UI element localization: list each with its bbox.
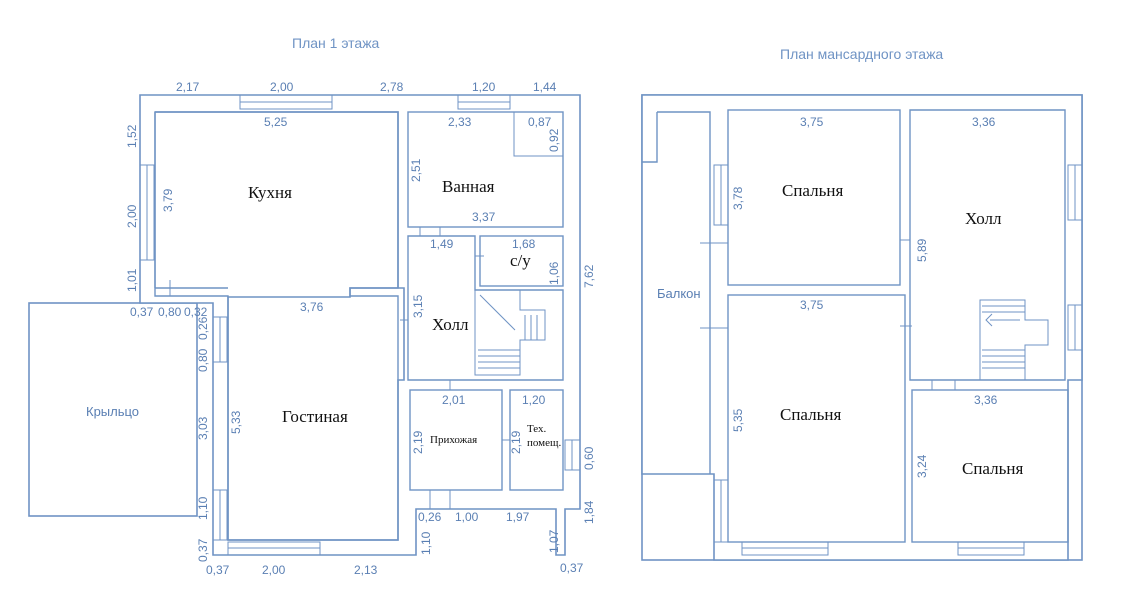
dim-label: 3,79 xyxy=(161,188,175,212)
dim-label: 1,06 xyxy=(547,261,561,285)
dim-label: 2,51 xyxy=(409,158,423,182)
attic-room-hall: Холл xyxy=(965,209,1002,228)
dim-label: 3,36 xyxy=(972,115,996,129)
dim-label: 2,00 xyxy=(270,80,294,94)
room-kitchen: Кухня xyxy=(248,183,292,202)
attic-windows xyxy=(713,164,1083,556)
attic-hall-outline xyxy=(909,109,1066,381)
dim-label: 3,76 xyxy=(300,300,324,314)
dim-label: 2,19 xyxy=(411,430,425,454)
dim-label: 0,37 xyxy=(206,563,230,577)
hall-outline xyxy=(407,235,564,381)
attic-plan: Спальня Холл Спальня Спальня Балкон 3,75… xyxy=(641,94,1083,561)
attic-room-bedroom1: Спальня xyxy=(782,181,843,200)
room-bath: Ванная xyxy=(442,177,495,196)
dim-label: 2,01 xyxy=(442,393,466,407)
room-living: Гостиная xyxy=(282,407,348,426)
dim-label: 3,24 xyxy=(915,454,929,478)
dim-label: 0,26 xyxy=(196,316,210,340)
dim-label: 3,03 xyxy=(196,416,210,440)
dim-label: 2,19 xyxy=(509,430,523,454)
floor1-dimensions: 2,17 2,00 2,78 1,20 1,44 5,25 2,33 0,87 … xyxy=(125,80,596,577)
dim-label: 1,49 xyxy=(430,237,454,251)
dim-label: 1,07 xyxy=(547,529,561,553)
porch-label: Крыльцо xyxy=(86,404,139,419)
bath-outline xyxy=(407,111,564,228)
wc-outline xyxy=(479,235,564,287)
floor1-plan: Кухня Ванная с/у Холл Гостиная Прихожая … xyxy=(28,80,596,577)
dim-label: 3,78 xyxy=(731,186,745,210)
attic-room-bedroom2: Спальня xyxy=(780,405,841,424)
room-entry: Прихожая xyxy=(430,434,477,446)
dim-label: 5,25 xyxy=(264,115,288,129)
dim-label: 1,20 xyxy=(522,393,546,407)
dim-label: 1,97 xyxy=(506,510,530,524)
dim-label: 3,36 xyxy=(974,393,998,407)
floor1-outer-wall xyxy=(139,94,581,556)
dim-label: 3,37 xyxy=(472,210,496,224)
dim-label: 0,80 xyxy=(196,348,210,372)
dim-label: 1,84 xyxy=(582,500,596,524)
dim-label: 0,80 xyxy=(158,305,182,319)
dim-label: 1,68 xyxy=(512,237,536,251)
dim-label: 5,89 xyxy=(915,238,929,262)
dim-label: 1,44 xyxy=(533,80,557,94)
dim-label: 1,10 xyxy=(419,531,433,555)
dim-label: 2,78 xyxy=(380,80,404,94)
dim-label: 1,10 xyxy=(196,496,210,520)
dim-label: 2,00 xyxy=(125,204,139,228)
dim-label: 7,62 xyxy=(582,264,596,288)
dim-label: 1,01 xyxy=(125,268,139,292)
dim-label: 0,26 xyxy=(418,510,442,524)
dim-label: 0,92 xyxy=(547,128,561,152)
dim-label: 0,37 xyxy=(130,305,154,319)
dim-label: 2,33 xyxy=(448,115,472,129)
dim-label: 0,60 xyxy=(582,446,596,470)
kitchen-living-outline xyxy=(154,111,399,541)
porch-area xyxy=(28,302,198,517)
attic-doors xyxy=(700,239,956,390)
balcony-label: Балкон xyxy=(657,286,701,301)
floor1-doors xyxy=(163,227,510,509)
attic-title: План мансардного этажа xyxy=(780,46,943,62)
dim-label: 5,35 xyxy=(731,408,745,432)
dim-label: 0,37 xyxy=(196,538,210,562)
dim-label: 0,87 xyxy=(528,115,552,129)
attic-dimensions: 3,75 3,36 3,78 5,89 3,75 5,35 3,36 3,24 xyxy=(731,115,998,478)
floor1-title: План 1 этажа xyxy=(292,35,380,51)
dim-label: 1,52 xyxy=(125,124,139,148)
room-tech-line2: помещ. xyxy=(527,437,561,449)
room-wc: с/у xyxy=(510,251,531,270)
dim-label: 1,20 xyxy=(472,80,496,94)
dim-label: 2,00 xyxy=(262,563,286,577)
dim-label: 3,75 xyxy=(800,115,824,129)
room-tech-line1: Тех. xyxy=(527,423,547,435)
dim-label: 5,33 xyxy=(229,410,243,434)
floor1-windows xyxy=(139,94,581,556)
room-hall: Холл xyxy=(432,315,469,334)
dim-label: 1,00 xyxy=(455,510,479,524)
balcony-outline xyxy=(657,111,711,474)
attic-room-bedroom3: Спальня xyxy=(962,459,1023,478)
dim-label: 3,75 xyxy=(800,298,824,312)
dim-label: 0,37 xyxy=(560,561,584,575)
stairs-attic xyxy=(979,299,1049,381)
dim-label: 2,17 xyxy=(176,80,200,94)
dim-label: 2,13 xyxy=(354,563,378,577)
stairs-floor1 xyxy=(474,289,546,376)
dim-label: 3,15 xyxy=(411,294,425,318)
dim-label: 0,32 xyxy=(184,305,208,319)
